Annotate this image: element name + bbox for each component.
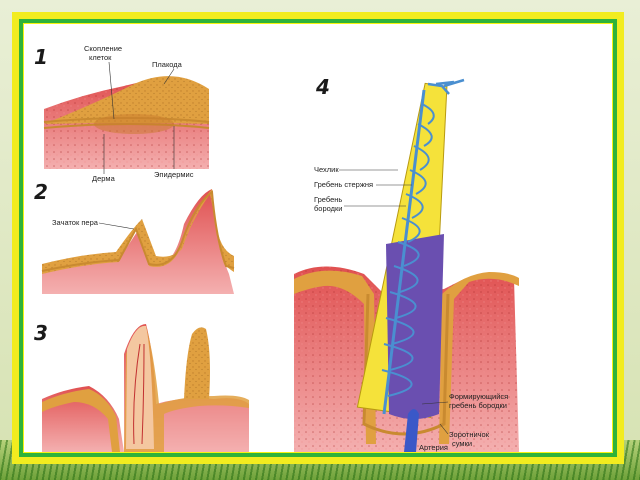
panel-3: 3 [34,321,249,452]
slide-frame-green [19,19,617,457]
p4-label-shaft-ridge: Гребень стержня [314,180,373,189]
p1-leader-placode [163,68,175,85]
feather-development-diagram: 1 Скопление клеток Плакода Дерма Эпидерм… [24,44,519,452]
p4-leader-forming-ridge [421,401,449,405]
panel-2-number: 2 [34,180,48,204]
p4-label-follicle-2: сумки [452,439,472,448]
p4-label-forming-ridge-1: Формирующийся [449,392,508,401]
p2-epidermis-line [41,226,185,272]
p2-epidermis-texture [42,189,234,274]
p4-shaft [382,89,426,415]
p1-label-placode: Плакода [152,60,183,69]
panel-3-number: 3 [34,321,48,345]
p1-label-cluster-2: клеток [89,53,112,62]
p4-label-barb-ridge-2: бородки [314,204,343,213]
p3-epidermis-left [42,389,120,452]
p3-feather-germ [126,325,154,449]
p4-epidermis-right [439,272,519,444]
panel-4-number: 4 [315,75,330,99]
p4-tip-barbs [427,78,465,95]
p4-label-barb-ridge-1: Гребень [314,195,342,204]
p3-second-bud-texture [184,327,210,399]
panel-2: 2 Зачаток пера [34,180,235,294]
p3-vessel-1 [133,343,141,445]
p1-label-epidermis: Эпидермис [154,170,194,179]
p3-epidermis-right [124,325,249,452]
p3-vessel-2 [141,343,145,445]
panel-1: 1 Скопление клеток Плакода Дерма Эпидерм… [34,44,210,183]
p1-cell-cluster [94,114,174,134]
slide-canvas: 1 Скопление клеток Плакода Дерма Эпидерм… [24,24,612,452]
p4-label-follicle-1: Зоротничок [449,430,490,439]
p2-dermis [42,189,234,294]
p2-bud-outline [183,190,235,269]
p1-label-dermis: Дерма [92,174,116,183]
p4-label-artery: Артерия [419,443,448,452]
p1-epidermis-texture [44,76,209,124]
p1-leader-cluster [108,61,115,120]
panel-1-number: 1 [34,45,48,69]
p2-label-bud: Зачаток пера [52,218,99,227]
p1-label-cluster-1: Скопление [84,44,122,53]
p2-leader-bud [98,222,135,230]
p4-label-forming-ridge-2: гребень бородки [449,401,507,410]
panel-4: 4 Чехлик [294,75,519,452]
p4-label-sheath: Чехлик [314,165,339,174]
p4-artery [404,409,419,452]
p4-leader-follicle [439,423,449,435]
